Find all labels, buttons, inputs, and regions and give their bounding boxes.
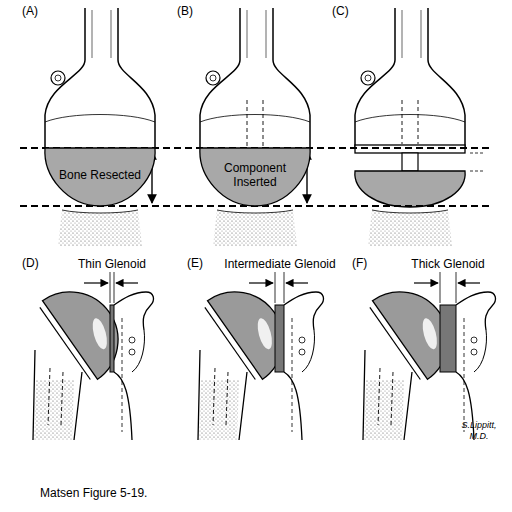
glenoid-label: Thin Glenoid [78,257,146,271]
figure-caption: Matsen Figure 5-19. [40,486,147,500]
panel-letter: (F) [352,256,367,270]
panel-letter: (B) [177,4,193,18]
panel-letter: (D) [22,256,39,270]
resection-region: Bone Resected [45,148,155,206]
dome-shape [200,148,310,206]
panel-letter: (E) [187,256,203,270]
glenoid-label: Intermediate Glenoid [224,257,335,271]
glenoid-label: Thick Glenoid [411,257,484,271]
region-label: Bone Resected [59,168,141,182]
resection-region: Component Inserted [200,148,310,206]
region-label: Component Inserted [213,161,297,190]
artist-signature: S.Lippitt, M.D. [456,420,502,442]
dome-shape [45,148,155,206]
panel-letter: (A) [22,4,38,18]
panel-letter: (C) [332,4,349,18]
